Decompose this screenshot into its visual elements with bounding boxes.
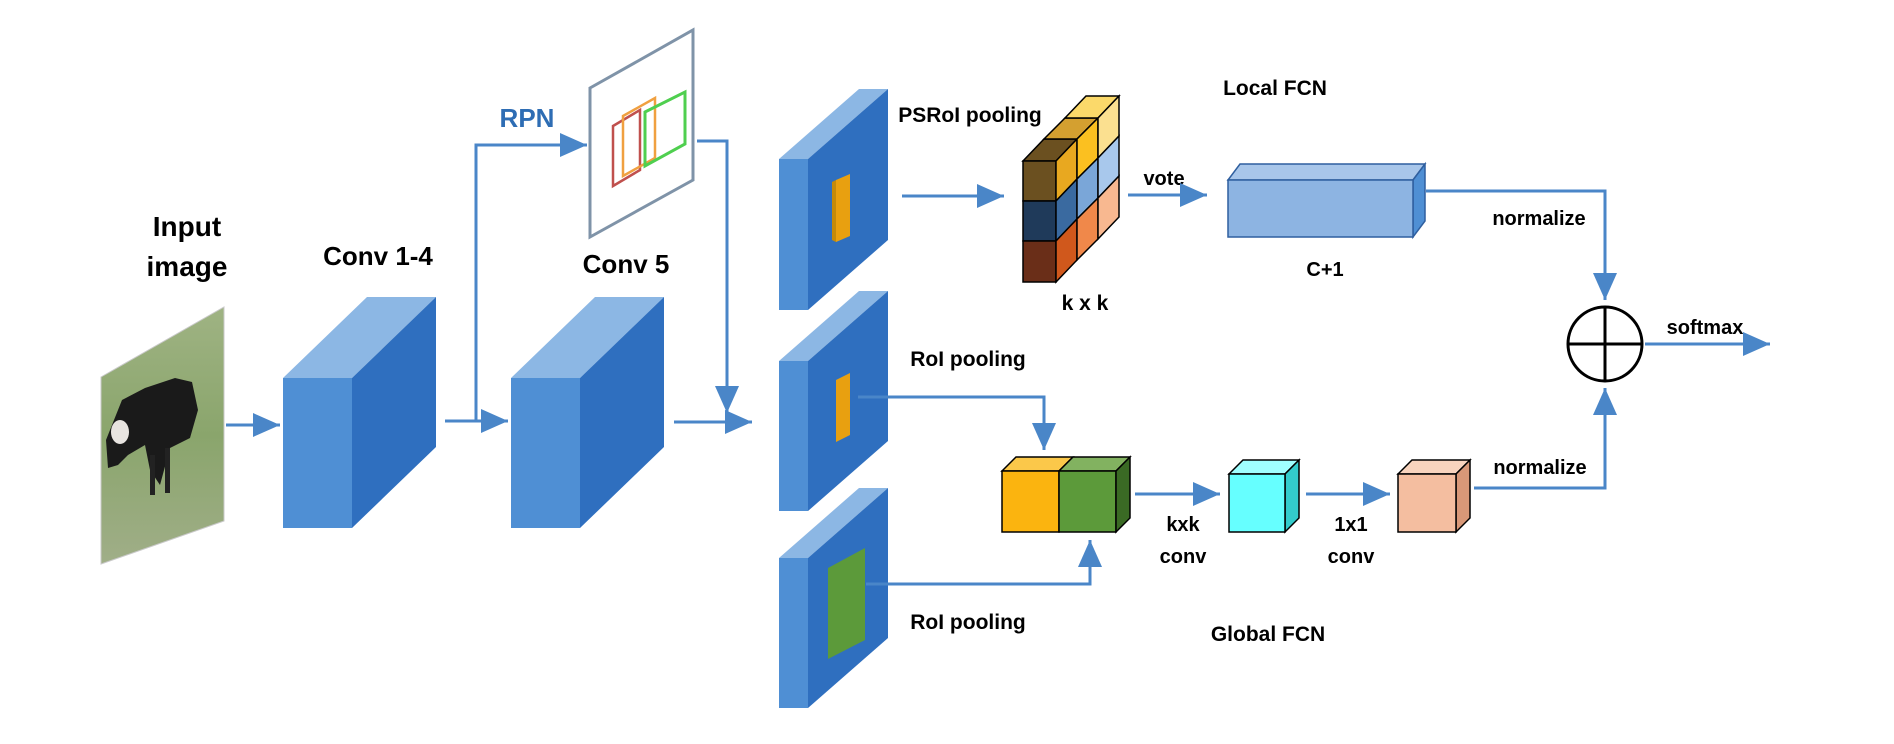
roi-pooling-middle-label: RoI pooling	[910, 348, 1025, 371]
feature-map-top	[779, 89, 888, 310]
arrow-roi-pooling-bottom	[866, 540, 1102, 586]
arrow-normalize-top	[1426, 189, 1617, 300]
arrow-roi-pooling-middle	[858, 395, 1056, 450]
softmax-label: softmax	[1667, 317, 1744, 339]
feature-map-bottom	[779, 488, 888, 708]
one-by-one-conv-label-line1: 1x1	[1334, 514, 1367, 536]
rpn-label: RPN	[500, 103, 555, 133]
normalize-bottom-label: normalize	[1493, 457, 1586, 479]
one-by-one-conv-cube	[1396, 458, 1472, 534]
conv14-block	[283, 297, 436, 528]
sum-node	[1566, 305, 1644, 383]
local-fcn-vector	[1226, 161, 1427, 240]
conv5-block	[511, 297, 664, 528]
one-by-one-conv-label-line2: conv	[1328, 546, 1376, 568]
input-image-label-line1: Input	[153, 211, 221, 242]
c-plus-1-label: C+1	[1306, 259, 1343, 281]
concat-pooled-features	[1000, 455, 1132, 534]
vote-label: vote	[1143, 168, 1184, 190]
normalize-top-label: normalize	[1492, 208, 1585, 230]
psroi-pooling-label: PSRoI pooling	[898, 104, 1041, 127]
arrow-rpn-to-featuremaps	[697, 139, 739, 413]
feature-map-middle	[779, 291, 888, 511]
rpn-proposal-image	[588, 27, 695, 240]
input-image-label-line2: image	[147, 251, 228, 282]
conv5-label: Conv 5	[583, 249, 670, 279]
conv14-label: Conv 1-4	[323, 241, 433, 271]
global-fcn-label: Global FCN	[1211, 623, 1325, 646]
arrow-conv14-to-rpn	[474, 133, 587, 421]
kxk-conv-label-line2: conv	[1160, 546, 1208, 568]
roi-pooling-bottom-label: RoI pooling	[910, 611, 1025, 634]
kxk-conv-label-line1: kxk	[1166, 514, 1200, 536]
input-image	[100, 306, 225, 565]
kxk-grid-label: k x k	[1062, 292, 1109, 315]
arrow-normalize-bottom	[1474, 388, 1617, 490]
local-fcn-label: Local FCN	[1223, 77, 1327, 100]
psroi-score-maps	[1021, 94, 1121, 284]
connectors	[226, 133, 1770, 586]
kxk-conv-cube	[1227, 458, 1301, 534]
